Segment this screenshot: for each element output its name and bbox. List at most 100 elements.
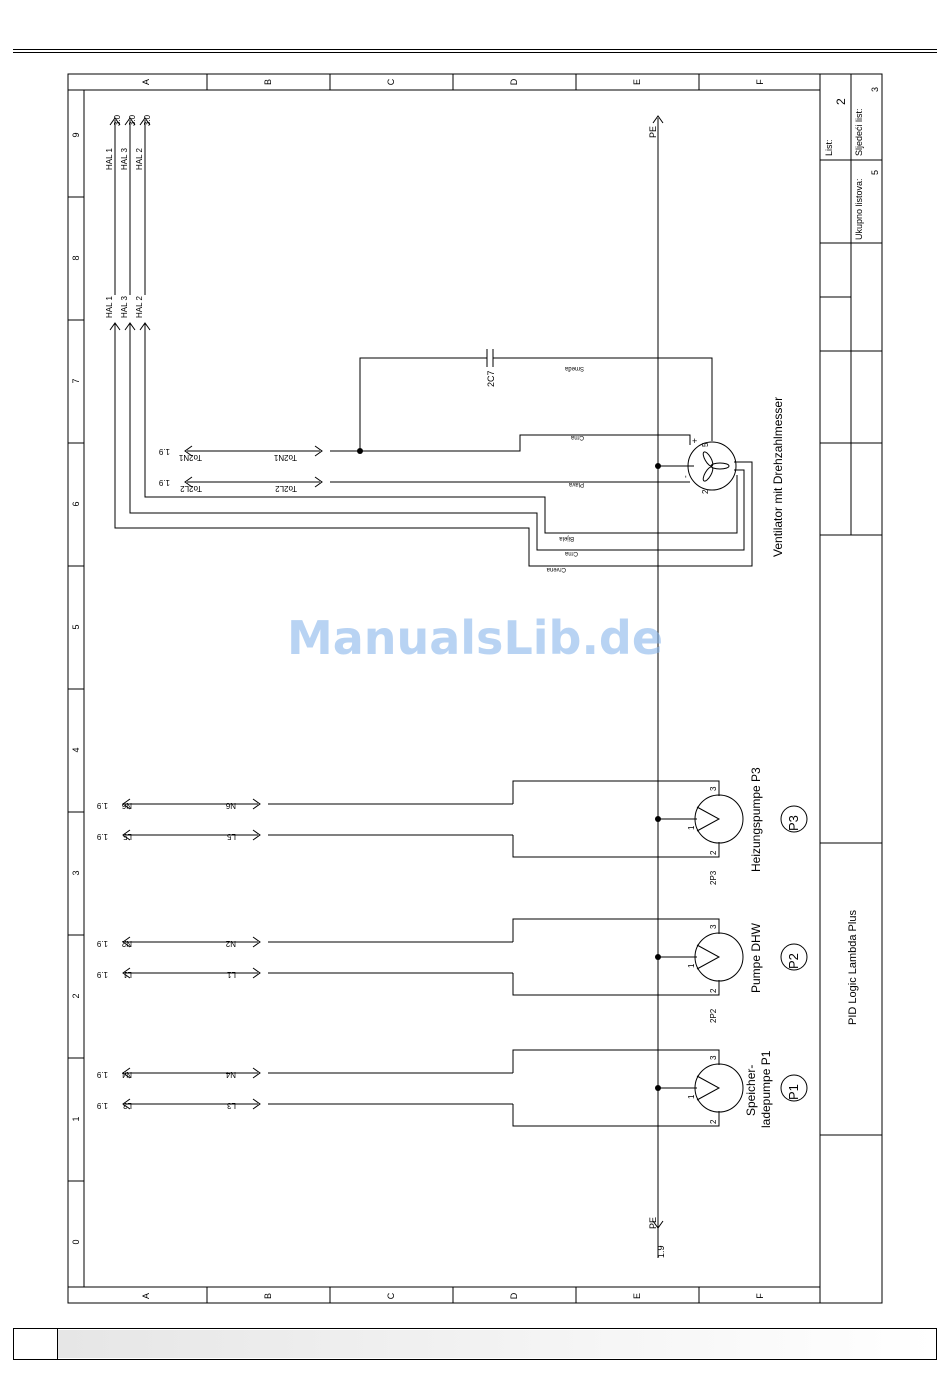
col-label-bottom: F bbox=[755, 1293, 765, 1299]
pump-pin: 3 bbox=[709, 1055, 718, 1060]
pump-signal-ref: 1.9 bbox=[96, 832, 108, 841]
wire-color-label: Smeđa bbox=[564, 365, 584, 371]
pump-pin: 1 bbox=[687, 825, 696, 830]
pump-signal-label: L5 bbox=[227, 832, 236, 841]
fan-signal-label: To2N1 bbox=[178, 453, 202, 462]
pump-signal-label: L1 bbox=[123, 970, 132, 979]
fan-signal-label: To2L2 bbox=[275, 484, 297, 493]
row-label: 8 bbox=[71, 255, 81, 260]
wire-color-label: Crna bbox=[564, 550, 578, 556]
pump-pin: 1 bbox=[687, 1094, 696, 1099]
row-label: 2 bbox=[71, 993, 81, 998]
fan-pin: - bbox=[681, 475, 690, 478]
pump-signal-label: N6 bbox=[225, 801, 236, 810]
col-label-bottom: B bbox=[263, 1293, 273, 1299]
pe-ref: 1.9 bbox=[656, 1245, 666, 1258]
row-label: 5 bbox=[71, 624, 81, 629]
next-sheet-value: 3 bbox=[870, 87, 880, 92]
row-label: 7 bbox=[71, 378, 81, 383]
pump-signal-label: N2 bbox=[225, 939, 236, 948]
fan-signal-label: To2N1 bbox=[273, 453, 297, 462]
pump-signal-label: L5 bbox=[123, 832, 132, 841]
pe-label-top: PE bbox=[648, 126, 658, 138]
fan-signal-ref: 1.9 bbox=[158, 447, 170, 456]
fan-signal-ref: 1.9 bbox=[158, 478, 170, 487]
pump-pin: 2 bbox=[709, 988, 718, 993]
col-label-bottom: A bbox=[141, 1293, 151, 1299]
hal-mid-label: HAL 3 bbox=[120, 296, 129, 318]
pe-label-bottom: PE bbox=[648, 1217, 658, 1229]
col-label-bottom: E bbox=[632, 1293, 642, 1299]
col-label-top: C bbox=[386, 78, 396, 85]
pump-signal-ref: 1.9 bbox=[96, 939, 108, 948]
hal-top-label: HAL 3 bbox=[120, 148, 129, 170]
pump-signal-label: N4 bbox=[225, 1070, 236, 1079]
title-block bbox=[820, 74, 882, 1136]
wire-color-label: Bijela bbox=[559, 535, 574, 541]
capacitor-label: 2C7 bbox=[486, 370, 496, 387]
pump-signal-label: N6 bbox=[121, 801, 132, 810]
hal-top-label: HAL 1 bbox=[105, 148, 114, 170]
pump-title: Speicher- bbox=[744, 1065, 758, 1116]
hal-top-ref: 3.0 bbox=[143, 114, 152, 126]
pump-signal-label: N2 bbox=[121, 939, 132, 948]
col-label-bottom: C bbox=[386, 1292, 396, 1299]
pump-wiring bbox=[122, 780, 744, 1127]
footer-bar bbox=[58, 1330, 935, 1358]
fan-pin: + bbox=[692, 436, 697, 446]
hal-wires bbox=[109, 117, 753, 567]
pump-signal-ref: 1.9 bbox=[96, 970, 108, 979]
row-label: 0 bbox=[71, 1239, 81, 1244]
col-label-bottom: D bbox=[509, 1292, 519, 1299]
junction-dots bbox=[357, 448, 661, 1091]
list-label: List: bbox=[824, 139, 834, 156]
fan-pin: 5 bbox=[701, 442, 710, 447]
pump-code: 2P2 bbox=[709, 1008, 718, 1023]
pump-pin: 2 bbox=[709, 850, 718, 855]
pump-pin: 3 bbox=[709, 786, 718, 791]
hal-mid-label: HAL 2 bbox=[135, 296, 144, 318]
hal-top-ref: 3.0 bbox=[128, 114, 137, 126]
pump-signal-ref: 1.9 bbox=[96, 1101, 108, 1110]
fan-title: Ventilator mit Drehzahlmesser bbox=[771, 397, 785, 557]
pump-signal-label: L3 bbox=[123, 1101, 132, 1110]
pump-signal-label: N4 bbox=[121, 1070, 132, 1079]
row-label: 9 bbox=[71, 132, 81, 137]
pump-pin: 1 bbox=[687, 963, 696, 968]
wire-color-label: Crvena bbox=[546, 566, 566, 572]
fan-pin: 2 bbox=[701, 489, 710, 494]
pump-badge-p3 bbox=[780, 805, 808, 833]
pump-badge-label: P1 bbox=[786, 1084, 801, 1100]
row-grid bbox=[68, 196, 84, 1182]
hal-top-label: HAL 2 bbox=[135, 148, 144, 170]
fan-signal-label: To2L2 bbox=[180, 484, 202, 493]
total-sheets-value: 5 bbox=[870, 170, 880, 175]
pump-signal-label: L3 bbox=[227, 1101, 236, 1110]
next-sheet-label: Sljedeći list: bbox=[854, 108, 864, 156]
pump-badge-label: P3 bbox=[786, 815, 801, 831]
col-label-top: A bbox=[141, 79, 151, 85]
column-grid bbox=[206, 74, 700, 1303]
product-name: PID Logic Lambda Plus bbox=[847, 910, 859, 1025]
pump-signal-ref: 1.9 bbox=[96, 801, 108, 810]
pump-badge-p2 bbox=[780, 943, 808, 971]
row-label: 4 bbox=[71, 747, 81, 752]
page-footer bbox=[13, 1328, 937, 1360]
list-value: 2 bbox=[834, 98, 848, 105]
footer-page-cell bbox=[14, 1329, 58, 1359]
total-sheets-label: Ukupno listova: bbox=[854, 178, 864, 240]
pump-signal-ref: 1.9 bbox=[96, 1070, 108, 1079]
hal-top-ref: 3.0 bbox=[113, 114, 122, 126]
pump-title: Heizungspumpe P3 bbox=[749, 767, 763, 872]
row-label: 1 bbox=[71, 1116, 81, 1121]
watermark: ManualsLib.de bbox=[287, 611, 663, 665]
pump-badge-label: P2 bbox=[786, 953, 801, 969]
col-label-top: B bbox=[263, 79, 273, 85]
pump-badge-p1 bbox=[780, 1074, 808, 1102]
col-label-top: F bbox=[755, 79, 765, 85]
pump-title: Pumpe DHW bbox=[749, 922, 763, 993]
col-label-top: E bbox=[632, 79, 642, 85]
wire-color-label: Plava bbox=[568, 481, 584, 487]
pump-pin: 3 bbox=[709, 924, 718, 929]
